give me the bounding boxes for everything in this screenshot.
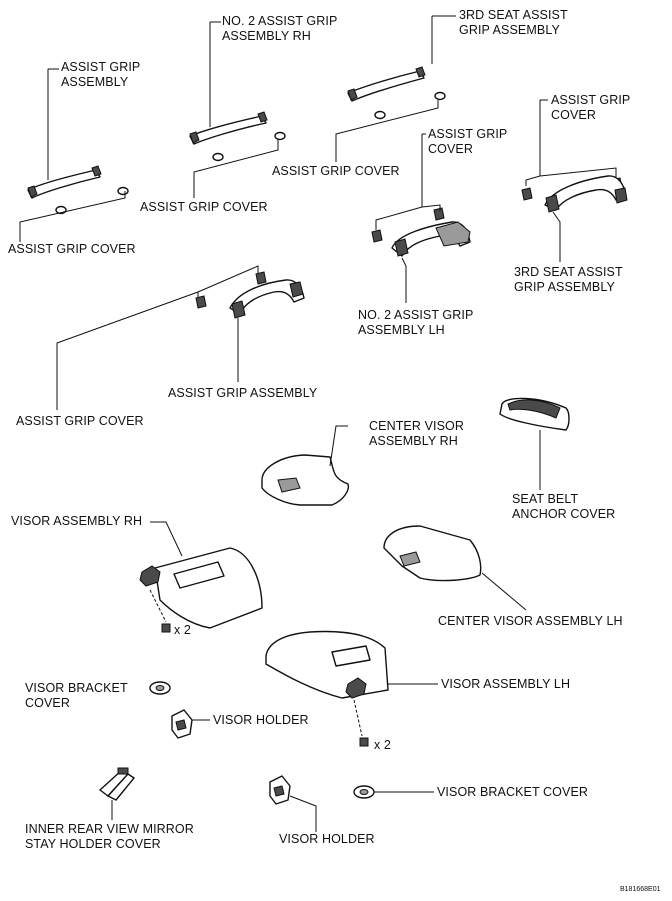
label-third-seat-assist-grip-top: 3RD SEAT ASSIST GRIP ASSEMBLY bbox=[459, 8, 568, 37]
center-visor-lh-drawing bbox=[383, 525, 482, 582]
label-visor-holder-bottom: VISOR HOLDER bbox=[279, 832, 375, 846]
label-visor-assembly-lh: VISOR ASSEMBLY LH bbox=[441, 677, 571, 691]
label-inner-mirror-cover: INNER REAR VIEW MIRROR STAY HOLDER COVER bbox=[25, 822, 194, 851]
dash-visor-rh bbox=[149, 589, 167, 623]
assist-grip-assembly-bottom-drawing bbox=[195, 271, 305, 319]
label-no2-assist-grip-rh: NO. 2 ASSIST GRIP ASSEMBLY RH bbox=[222, 14, 338, 43]
leader-assist-grip-top bbox=[47, 68, 59, 180]
visor-bracket-cover-left-drawing bbox=[149, 681, 171, 695]
leader-cover-bottom bbox=[56, 265, 259, 410]
leader-cover-right bbox=[525, 99, 617, 186]
leader-cover-3 bbox=[335, 100, 439, 162]
leader-cover-middle bbox=[375, 133, 441, 230]
no2-assist-grip-lh-drawing bbox=[371, 207, 471, 257]
no2-assist-grip-rh-drawing bbox=[189, 111, 286, 162]
label-assist-grip-assembly-top: ASSIST GRIP ASSEMBLY bbox=[61, 60, 141, 89]
label-assist-grip-cover-1: ASSIST GRIP COVER bbox=[8, 242, 136, 256]
third-seat-assist-grip-top-drawing bbox=[347, 66, 446, 120]
label-assist-grip-cover-middle: ASSIST GRIP COVER bbox=[428, 127, 508, 156]
leader-cover-1 bbox=[19, 191, 126, 242]
assist-grip-assembly-top-drawing bbox=[27, 165, 129, 215]
label-x2-upper: x 2 bbox=[174, 623, 191, 637]
seat-belt-anchor-cover-drawing bbox=[499, 397, 570, 431]
label-no2-assist-grip-lh: NO. 2 ASSIST GRIP ASSEMBLY LH bbox=[358, 308, 474, 337]
third-seat-assist-grip-right-drawing bbox=[521, 175, 628, 213]
label-visor-bracket-cover-right: VISOR BRACKET COVER bbox=[437, 785, 589, 799]
visor-bracket-cover-right-drawing bbox=[353, 785, 375, 799]
label-visor-assembly-rh: VISOR ASSEMBLY RH bbox=[11, 514, 143, 528]
leader-center-visor-rh bbox=[329, 425, 348, 467]
inner-mirror-cover-drawing bbox=[99, 767, 135, 801]
leader-third-seat-right bbox=[552, 211, 561, 262]
leader-center-visor-lh bbox=[481, 572, 527, 611]
center-visor-rh-drawing bbox=[261, 454, 350, 506]
screw-icon-upper bbox=[161, 623, 171, 633]
visor-holder-bottom-drawing bbox=[269, 775, 291, 805]
dash-visor-lh bbox=[353, 699, 363, 737]
leader-no2-rh bbox=[209, 21, 221, 127]
leader-visor-holder-bottom bbox=[289, 795, 317, 832]
visor-assembly-lh-drawing bbox=[265, 630, 389, 699]
figure-code: B181668E01 bbox=[620, 886, 661, 893]
label-assist-grip-cover-right-top: ASSIST GRIP COVER bbox=[551, 93, 631, 122]
label-assist-grip-cover-3: ASSIST GRIP COVER bbox=[272, 164, 400, 178]
screw-icon-lower bbox=[359, 737, 369, 747]
label-seat-belt-anchor-cover: SEAT BELT ANCHOR COVER bbox=[512, 492, 616, 521]
leader-visor-rh bbox=[150, 521, 183, 557]
label-visor-holder-left: VISOR HOLDER bbox=[213, 713, 309, 727]
label-x2-lower: x 2 bbox=[374, 738, 391, 752]
label-center-visor-lh: CENTER VISOR ASSEMBLY LH bbox=[438, 614, 623, 628]
visor-holder-left-drawing bbox=[171, 709, 193, 739]
label-center-visor-rh: CENTER VISOR ASSEMBLY RH bbox=[369, 419, 464, 448]
visor-assembly-rh-drawing bbox=[139, 547, 263, 629]
label-assist-grip-cover-2: ASSIST GRIP COVER bbox=[140, 200, 268, 214]
leader-no2-lh bbox=[401, 257, 407, 303]
label-assist-grip-cover-bottom: ASSIST GRIP COVER bbox=[16, 414, 144, 428]
leader-third-seat-top bbox=[431, 15, 456, 64]
label-visor-bracket-cover-left: VISOR BRACKET COVER bbox=[25, 681, 128, 710]
label-assist-grip-assembly-bottom: ASSIST GRIP ASSEMBLY bbox=[168, 386, 318, 400]
label-third-seat-assist-grip-right: 3RD SEAT ASSIST GRIP ASSEMBLY bbox=[514, 265, 623, 294]
leader-cover-2 bbox=[193, 139, 279, 198]
